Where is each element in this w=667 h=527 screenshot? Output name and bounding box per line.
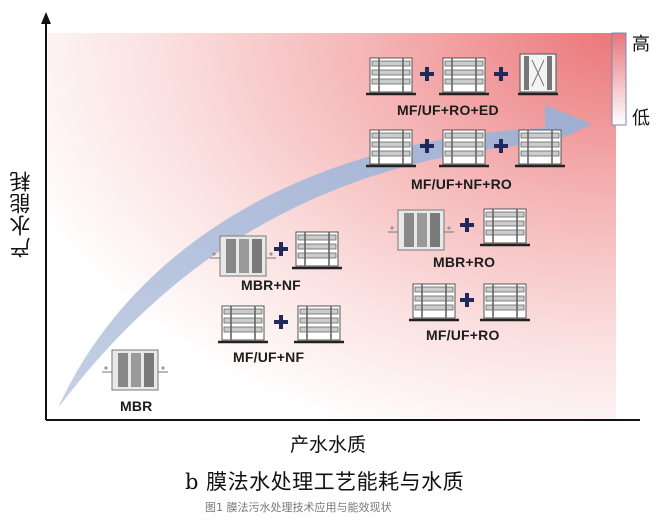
node-mbr-ro-label: MBR+RO [433, 254, 496, 270]
legend-high-label: 高 [632, 34, 650, 55]
x-axis-label: 产水水质 [290, 434, 367, 456]
node-mf-uf-ro-ed-icons [364, 52, 560, 96]
legend-low-label: 低 [632, 108, 650, 129]
node-mbr-label: MBR [120, 398, 153, 414]
node-mf-uf-nf-label: MF/UF+NF [233, 349, 305, 365]
legend-colorbar [611, 32, 627, 126]
axes [41, 12, 640, 421]
node-mf-uf-ro-ed-label: MF/UF+RO+ED [397, 102, 499, 118]
figure-subtitle: b 膜法水处理工艺能耗与水质 [185, 470, 465, 494]
node-mbr-icon [101, 349, 169, 391]
y-axis-label: 产水能耗 [9, 170, 33, 258]
node-mf-uf-nf-ro-label: MF/UF+NF+RO [411, 176, 512, 192]
node-mf-uf-ro-label: MF/UF+RO [426, 327, 500, 343]
node-mbr-nf-label: MBR+NF [241, 277, 301, 293]
figure-caption: 图1 膜法污水处理技术应用与能效现状 [205, 501, 392, 514]
node-mf-uf-nf-ro-icons [364, 128, 567, 168]
